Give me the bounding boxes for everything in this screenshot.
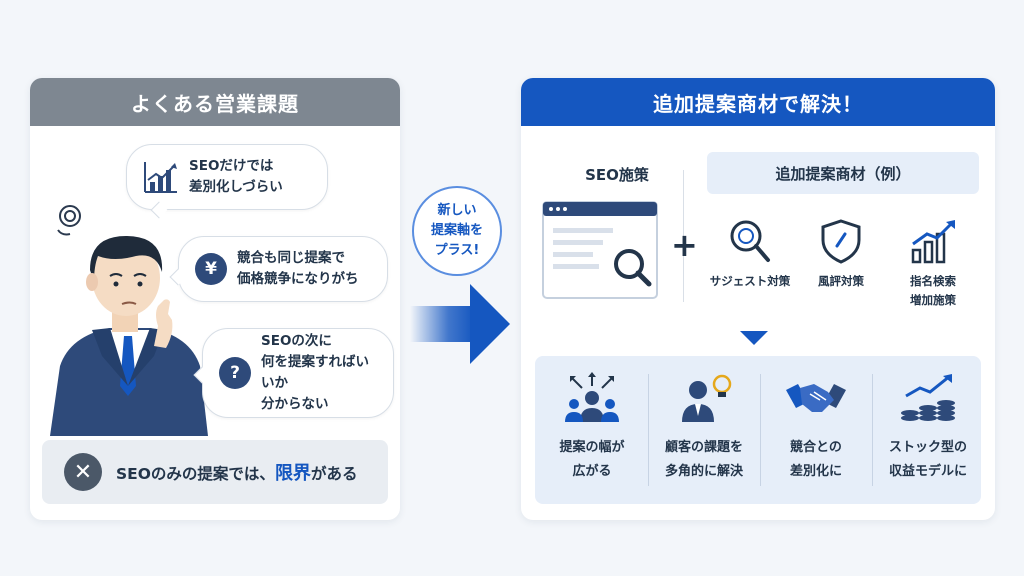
question-icon: ? [219, 357, 251, 389]
bubble-what-to-propose: ? SEOの次に何を提案すればいいか分からない [193, 328, 394, 418]
coins-growth-icon [901, 374, 955, 421]
bar-chart-icon [144, 162, 177, 193]
benefit-stock-revenue-label: ストック型の収益モデルに [888, 440, 967, 479]
benefit-differentiation: 競合との差別化に [761, 372, 871, 484]
conclusion-highlight: 限界 [274, 463, 311, 484]
close-x-icon: ✕ [64, 453, 102, 491]
solution-header: 追加提案商材で解決！ [521, 78, 995, 126]
option-reputation: 風評対策 [801, 218, 881, 291]
conclusion-box: ✕ SEOのみの提案では、限界がある [42, 440, 388, 504]
search-magnifier-icon [730, 220, 770, 262]
thinking-businessman-illustration [50, 205, 208, 436]
divider [648, 374, 649, 486]
new-axis-badge: 新しい提案軸をプラス! [412, 186, 502, 276]
bubble-hard-to-differentiate: SEOだけでは差別化しづらい [126, 144, 328, 219]
bubble-price-competition: ¥ 競合も同じ提案で価格競争になりがち [169, 236, 388, 302]
shield-icon [821, 219, 861, 264]
browser-search-icon [542, 201, 658, 299]
yen-icon: ¥ [195, 253, 227, 285]
divider [683, 170, 684, 302]
option-branded-search-label: 指名検索増加施策 [910, 274, 956, 307]
confused-swirl-icon [57, 205, 81, 236]
additional-products-title: 追加提案商材（例） [707, 152, 979, 194]
bubble-3-text: SEOの次に何を提案すればいいか分からない [261, 333, 369, 412]
seo-measures-title: SEO施策 [585, 166, 649, 184]
benefit-multi-angle-solution-label: 顧客の課題を多角的に解決 [664, 440, 743, 479]
option-suggest: サジェスト対策 [705, 218, 795, 291]
person-lightbulb-icon [682, 374, 732, 422]
plus-icon: + [671, 226, 698, 264]
option-branded-search: 指名検索増加施策 [891, 218, 975, 310]
arrow-right-icon [410, 284, 510, 364]
benefits-box: 提案の幅が広がる 顧客の課題を多角的に解決 [535, 356, 981, 504]
benefit-wider-proposals: 提案の幅が広がる [537, 372, 647, 484]
divider [872, 374, 873, 486]
option-suggest-label: サジェスト対策 [709, 274, 791, 288]
team-expand-icon [565, 372, 619, 422]
benefit-multi-angle-solution: 顧客の課題を多角的に解決 [649, 372, 759, 484]
bubble-1-text: SEOだけでは差別化しづらい [189, 158, 283, 195]
benefit-stock-revenue: ストック型の収益モデルに [873, 372, 983, 484]
problems-panel: よくある営業課題 SEOだけでは差 [30, 78, 400, 520]
option-reputation-label: 風評対策 [818, 274, 864, 288]
benefit-differentiation-label: 競合との差別化に [789, 440, 842, 479]
handshake-icon [786, 384, 846, 412]
down-triangle-icon [740, 331, 768, 345]
growth-chart-icon [911, 220, 955, 264]
solution-panel: 追加提案商材で解決！ SEO施策 + 追加提案商材（例） サジェスト対策 風評対… [521, 78, 995, 520]
problems-header: よくある営業課題 [30, 78, 400, 126]
benefit-wider-proposals-label: 提案の幅が広がる [559, 440, 625, 479]
conclusion-text: SEOのみの提案では、限界がある [116, 463, 358, 484]
bubble-2-text: 競合も同じ提案で価格競争になりがち [237, 250, 359, 287]
divider [760, 374, 761, 486]
